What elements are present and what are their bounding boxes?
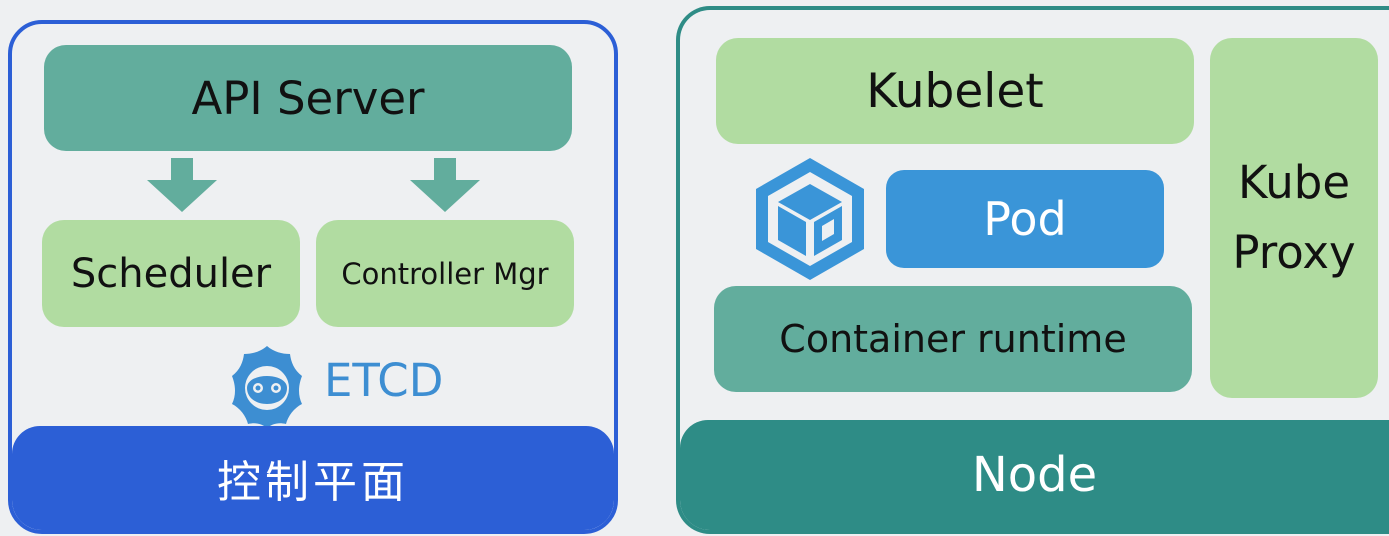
control-plane-footer: 控制平面 <box>12 426 614 530</box>
container-runtime-box: Container runtime <box>714 286 1192 392</box>
kubelet-label: Kubelet <box>866 63 1044 119</box>
node-title: Node <box>971 447 1098 503</box>
pod-box: Pod <box>886 170 1164 268</box>
etcd-logo-icon <box>232 346 302 428</box>
kubelet-box: Kubelet <box>716 38 1194 144</box>
pod-label: Pod <box>983 192 1067 246</box>
kube-proxy-box: Kube Proxy <box>1210 38 1378 398</box>
control-plane-title: 控制平面 <box>217 457 409 508</box>
controller-mgr-label: Controller Mgr <box>341 256 549 291</box>
container-runtime-label: Container runtime <box>779 317 1127 361</box>
api-server-label: API Server <box>191 71 425 125</box>
api-server-box: API Server <box>44 45 572 151</box>
down-arrow-icon <box>147 158 217 212</box>
node-panel: Kubelet Kube Proxy Pod Container runtime… <box>676 6 1389 534</box>
controller-mgr-box: Controller Mgr <box>316 220 574 327</box>
scheduler-label: Scheduler <box>70 250 272 297</box>
kube-proxy-label-line2: Proxy <box>1232 226 1356 279</box>
scheduler-box: Scheduler <box>42 220 300 327</box>
etcd-label: ETCD <box>324 354 444 407</box>
node-footer: Node <box>680 420 1389 530</box>
kube-proxy-label-line1: Kube <box>1237 156 1351 209</box>
down-arrow-icon <box>410 158 480 212</box>
control-plane-panel: API Server Scheduler Controller Mgr ETCD… <box>8 20 618 534</box>
cube-logo-icon <box>756 158 864 280</box>
